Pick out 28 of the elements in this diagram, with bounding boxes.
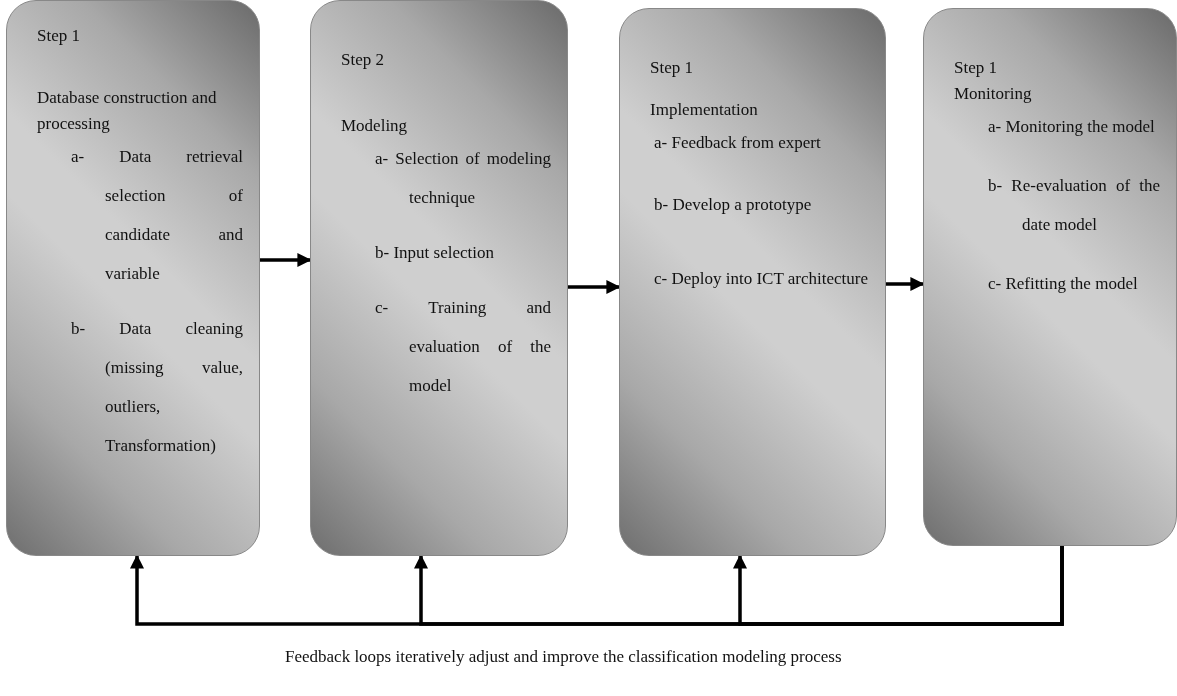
step-item-text: b- Develop a prototype (654, 194, 813, 216)
step-number: Step 1 (37, 25, 81, 47)
process-box (619, 8, 886, 556)
arrow (260, 253, 312, 267)
process-box (310, 0, 568, 556)
step-number: Step 1 (650, 57, 694, 79)
step-item-text: b- Data cleaning (missing value, outliers, Transformation) (71, 318, 243, 457)
step-number: Step 1 (954, 57, 998, 79)
process-box (6, 0, 260, 556)
step-item-text: b- Re-evaluation of the date model (988, 175, 1160, 236)
step-item-text: b- Input selection (375, 242, 495, 264)
step-title: Monitoring (954, 83, 1033, 105)
process-box (923, 8, 1177, 546)
step-title: Implementation (650, 99, 759, 121)
step-item-text: c- Training and evaluation of the model (375, 297, 551, 397)
step-item-text: a- Data retrieval selection of candidate and variable (71, 146, 243, 285)
arrow (568, 280, 621, 294)
note-text: Feedback loops iteratively adjust and improve the classification modeling process (285, 646, 843, 667)
step-item-text: a- Monitoring the model (988, 116, 1156, 138)
arrow (886, 277, 925, 291)
step-title: Modeling (341, 115, 409, 137)
step-item-text: a- Selection of modeling technique (375, 148, 551, 209)
step-item-text: c- Refitting the model (988, 273, 1139, 295)
step-title: Database construction and processing (37, 87, 218, 135)
step-item-text: c- Deploy into ICT architecture (654, 268, 869, 290)
step-number: Step 2 (341, 49, 385, 71)
step-item-text: a- Feedback from expert (654, 132, 822, 154)
arrow (733, 546, 1064, 626)
